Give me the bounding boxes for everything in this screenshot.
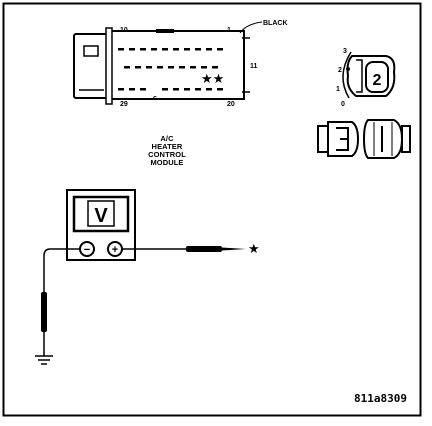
pin-slot [129,88,135,91]
pin-marker-stars: ★★ [201,71,224,86]
figure-id: 811a8309 [354,392,407,405]
pin-slot [157,66,163,69]
pin-slot [217,48,223,51]
module-label-line-4: MODULE [150,158,183,167]
ignition-position-0: 0 [341,101,345,108]
ignition-position-3: 3 [343,48,347,55]
pin-slot [195,88,201,91]
pin-slot [190,66,196,69]
pin-slot [151,48,157,51]
module-label-line-3: CONTROL [148,150,186,159]
pin-slot [184,88,190,91]
pin-slot [168,66,174,69]
key-number: 2 [373,72,382,89]
pin-slot [118,48,124,51]
pin-slot [195,48,201,51]
pin-slot [184,48,190,51]
pin-slot [179,66,185,69]
positive-probe-handle [186,246,222,252]
ignition-position-2: 2 [338,67,342,74]
connector-color-label: BLACK [263,20,288,27]
connector-latch-window [83,45,99,57]
pin-slot [206,48,212,51]
pin-number-right: 11 [250,63,258,70]
pin-number-top-left: 10 [120,27,128,34]
pin-slot [173,88,179,91]
module-label-line-1: A/C [160,134,174,143]
connector-bottom-tick: c [153,95,157,102]
voltmeter-symbol: V [94,205,108,227]
pin-slot [162,48,168,51]
negative-probe-handle [41,292,47,332]
pin-row-bottom [118,88,223,91]
pin-slot [140,88,146,91]
disconnected-connector-pair [317,119,411,159]
ignition-key-inset: 2 3 2 1 0 [336,48,396,108]
connector-latch [73,33,109,99]
pin-slot [140,48,146,51]
pin-number-bottom-right: 20 [227,101,235,108]
pin-slot [162,88,168,91]
ignition-position-1: 1 [336,86,340,93]
pin-number-bottom-left: 29 [120,101,128,108]
positive-terminal-symbol: + [112,244,118,256]
negative-terminal-symbol: − [84,244,90,256]
ignition-arc [342,51,352,99]
pin-slot [201,66,207,69]
probe-target-marker: ★ [248,241,260,256]
pin-row-top [118,48,223,51]
frame-border [2,2,422,417]
module-label-line-2: HEATER [152,142,183,151]
pin-slot [118,88,124,91]
key-head [365,61,389,93]
module-label: A/C HEATER CONTROL MODULE [148,134,186,167]
pin-slot [129,48,135,51]
pin-number-top-right: 1 [227,27,231,34]
pin-slot [206,88,212,91]
pin-slot [212,66,218,69]
pin-slot [124,66,130,69]
pin-slot [146,66,152,69]
negative-test-lead [35,248,80,365]
pin-slot [173,48,179,51]
pin-slot [135,66,141,69]
positive-test-lead: ★ [122,241,260,256]
connector: c 10 1 11 29 20 ★★ BLACK [73,20,288,108]
pin-slot [217,88,223,91]
pin-row-middle [124,66,218,69]
